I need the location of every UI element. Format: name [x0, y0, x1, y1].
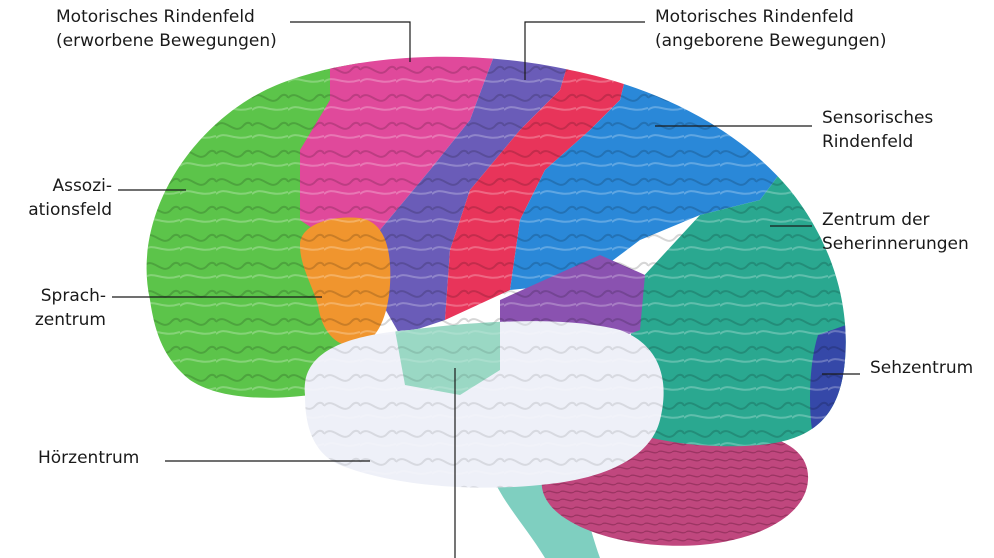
label-motor-learned: Motorisches Rindenfeld (erworbene Bewegu… [56, 5, 277, 53]
label-speech-line1: Sprach- [40, 286, 106, 306]
label-sensory-line2: Rindenfeld [822, 132, 914, 152]
label-motor-innate: Motorisches Rindenfeld (angeborene Beweg… [655, 5, 886, 53]
temporal-lobe [304, 321, 664, 488]
leader-lines [112, 21, 860, 558]
leader-motor-learned [290, 21, 411, 62]
label-visual-memory: Zentrum der Seherinnerungen [822, 208, 969, 256]
label-association: Assozi- ationsfeld [20, 174, 112, 222]
label-motor-innate-line1: Motorisches Rindenfeld [655, 7, 854, 27]
label-speech: Sprach- zentrum [10, 284, 106, 332]
label-sensory: Sensorisches Rindenfeld [822, 106, 933, 154]
label-association-line2: ationsfeld [28, 200, 112, 220]
label-visual: Sehzentrum [870, 356, 973, 380]
label-speech-line2: zentrum [34, 310, 106, 330]
label-sensory-line1: Sensorisches [822, 108, 934, 128]
label-hearing-line1: Hörzentrum [38, 448, 140, 468]
label-visual-memory-line2: Seherinnerungen [822, 234, 969, 254]
label-visual-line1: Sehzentrum [870, 358, 974, 378]
label-visual-memory-line1: Zentrum der [822, 210, 930, 230]
label-motor-learned-line1: Motorisches Rindenfeld [56, 7, 255, 27]
label-motor-learned-line2: (erworbene Bewegungen) [56, 31, 277, 51]
label-association-line1: Assozi- [52, 176, 112, 196]
label-motor-innate-line2: (angeborene Bewegungen) [655, 31, 887, 51]
label-hearing: Hörzentrum [38, 446, 139, 470]
leader-motor-innate [524, 21, 645, 80]
